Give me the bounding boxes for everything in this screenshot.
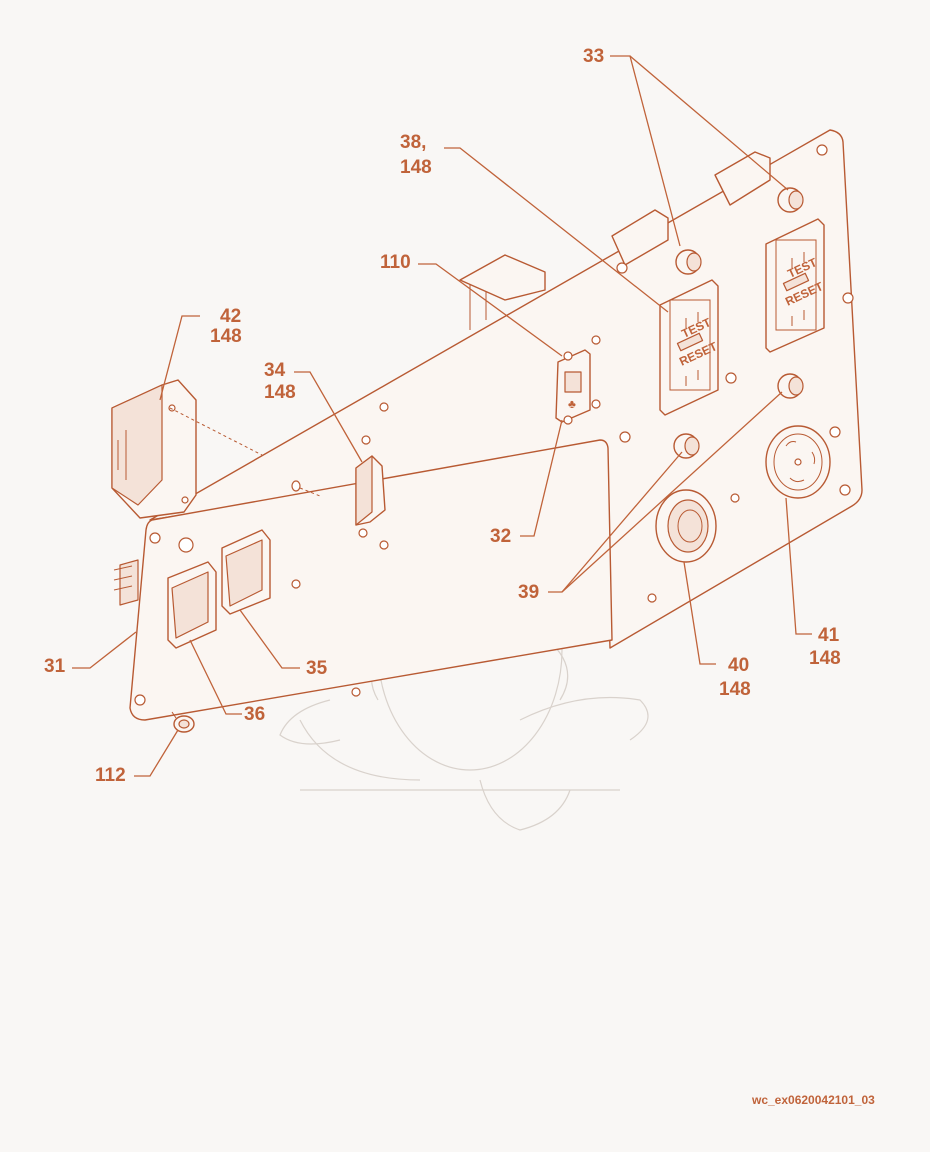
breaker-42 <box>111 379 263 519</box>
breaker-button-33a <box>675 249 702 275</box>
screw-112 <box>171 711 195 733</box>
callout-42-148: 148 <box>210 326 242 347</box>
callout-41-148: 148 <box>809 648 841 669</box>
gfci-outlet-left: TEST RESET <box>659 279 720 416</box>
rocker-switch-35 <box>221 529 271 615</box>
callout-41: 41 <box>818 625 840 646</box>
twist-lock-receptacle-41 <box>765 425 831 499</box>
callout-40: 40 <box>728 655 749 676</box>
callout-32: 32 <box>490 526 511 547</box>
callout-38-148: 148 <box>400 157 432 178</box>
svg-text:♣: ♣ <box>568 397 576 411</box>
callout-36: 36 <box>244 704 265 725</box>
document-id: wc_ex0620042101_03 <box>751 1093 875 1107</box>
breaker-button-39b <box>777 373 804 399</box>
round-receptacle-40 <box>655 489 717 563</box>
rocker-switch-36 <box>167 561 217 649</box>
callout-31: 31 <box>44 656 66 677</box>
toggle-switch-32: ♣ <box>555 335 601 425</box>
rocker-switch-34 <box>299 455 386 526</box>
gfci-outlet-right: TEST RESET <box>765 218 826 353</box>
callout-110: 110 <box>380 252 411 273</box>
callout-34-148: 148 <box>264 382 296 403</box>
callout-35: 35 <box>306 658 328 679</box>
breaker-button-33b <box>777 187 804 213</box>
callout-112: 112 <box>95 765 126 786</box>
callout-labels: 33 38, 148 110 42 148 34 148 32 39 31 35… <box>44 46 841 786</box>
callout-33: 33 <box>583 46 604 67</box>
callout-39: 39 <box>518 582 539 603</box>
callout-34: 34 <box>264 360 286 381</box>
leader-lines <box>72 55 812 777</box>
breaker-button-39a <box>673 433 700 459</box>
terminal-block-31 <box>113 559 139 606</box>
callout-42: 42 <box>220 306 241 327</box>
callout-40-148: 148 <box>719 679 751 700</box>
front-control-panel <box>129 402 613 721</box>
callout-38: 38, <box>400 132 426 153</box>
